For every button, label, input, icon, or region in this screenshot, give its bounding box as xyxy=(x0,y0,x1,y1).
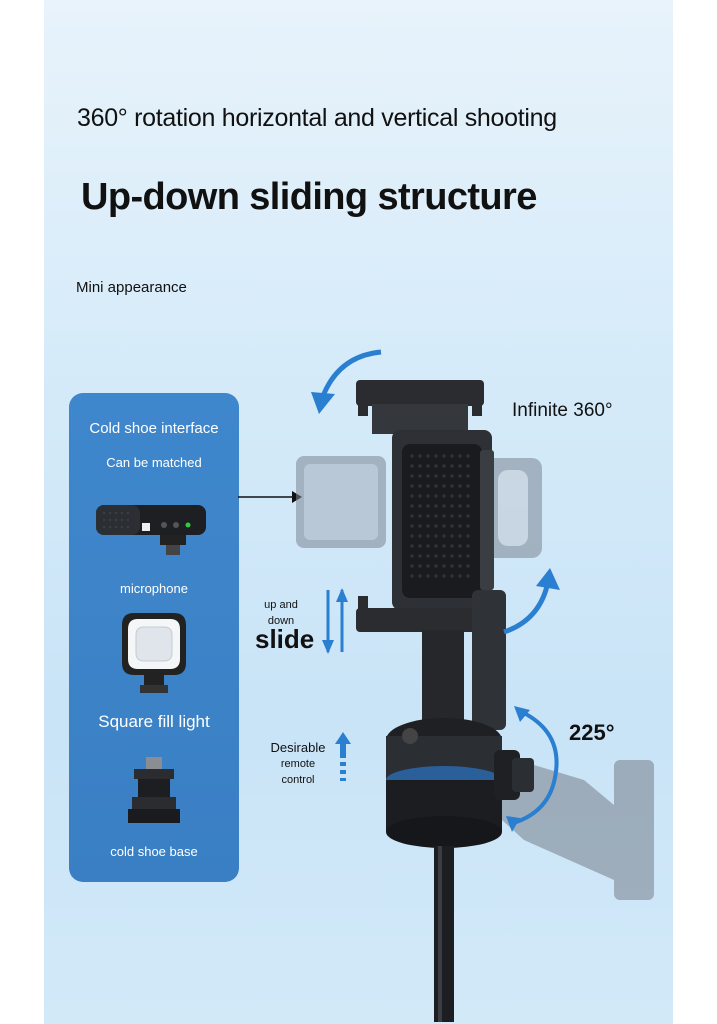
fill-light-icon xyxy=(122,613,186,693)
selfie-stick-device-illustration xyxy=(296,380,654,1022)
headline-sliding-structure: Up-down sliding structure xyxy=(81,176,537,218)
product-image-canvas: 360° rotation horizontal and vertical sh… xyxy=(44,0,673,1024)
subheading-mini-appearance: Mini appearance xyxy=(76,279,187,296)
callout-remote-line-1: Desirable xyxy=(270,740,326,755)
panel-title: Cold shoe interface xyxy=(89,420,219,437)
rotation-arrow-right-icon xyxy=(503,568,560,635)
callout-slide-line-2: down xyxy=(267,615,295,627)
cold-shoe-accessory-panel: Cold shoe interface Can be matched micro… xyxy=(69,393,239,882)
callout-infinite-360: Infinite 360° xyxy=(512,400,613,421)
remote-control-arrow-icon xyxy=(335,732,351,781)
callout-slide-small: up and down xyxy=(264,597,298,629)
callout-slide-line-1: up and xyxy=(264,599,298,611)
callout-slide: slide xyxy=(255,624,315,654)
callout-remote-line-3: control xyxy=(281,774,315,786)
headline-rotation: 360° rotation horizontal and vertical sh… xyxy=(77,104,557,132)
panel-item-cold-shoe-base: cold shoe base xyxy=(110,844,198,859)
slide-arrows-icon xyxy=(322,588,348,654)
microphone-icon xyxy=(96,505,206,555)
panel-item-fill-light: Square fill light xyxy=(98,712,210,731)
panel-item-microphone: microphone xyxy=(120,581,188,596)
callout-remote-line-2: remote xyxy=(280,758,316,770)
cold-shoe-base-icon xyxy=(128,757,180,823)
callout-225-degrees: 225° xyxy=(569,720,615,745)
panel-subtitle: Can be matched xyxy=(106,455,202,470)
tilt-arc-arrow-icon xyxy=(506,706,559,832)
rotation-arrow-top-icon xyxy=(311,349,382,414)
callout-remote-control: Desirable remote control xyxy=(268,740,328,788)
